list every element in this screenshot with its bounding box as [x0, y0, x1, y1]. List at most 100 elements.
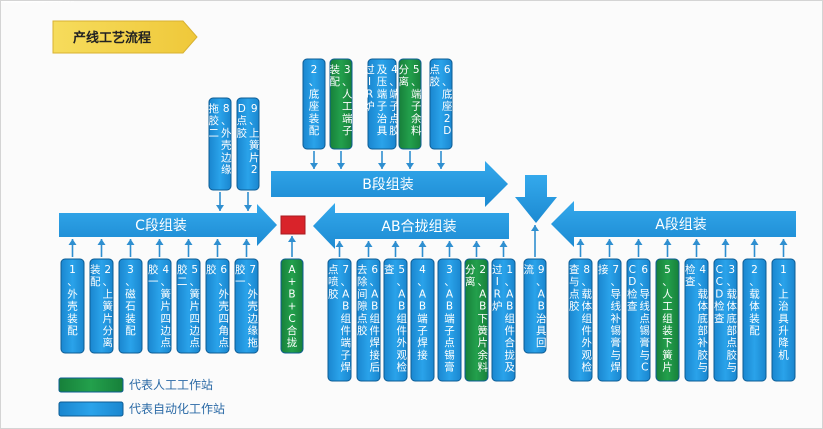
station-label-glyph: 、: [248, 276, 259, 288]
flow-arrow-down: [515, 175, 557, 223]
station-label-glyph: 载: [582, 288, 593, 300]
station-label-glyph: B: [371, 301, 378, 313]
station-label-glyph: 接: [417, 348, 428, 361]
station-label-glyph: 端: [389, 87, 400, 100]
station-label-glyph: 二: [209, 127, 220, 139]
connector-arrowhead: [391, 241, 400, 247]
station-label-glyph: B: [479, 301, 486, 313]
station-label-glyph: 5: [191, 264, 198, 276]
station-label-glyph: 角: [219, 325, 230, 337]
station-label-glyph: 5: [398, 264, 405, 276]
connector-arrowhead: [445, 241, 454, 247]
station-label-glyph: 组: [505, 312, 516, 325]
flow-arrow-ab: AB合拢组装: [313, 203, 509, 249]
station-label-glyph: 9: [538, 264, 545, 276]
station-label-glyph: 接: [370, 348, 381, 361]
station-label-glyph: 、: [611, 276, 622, 288]
station-label-glyph: 点: [237, 115, 248, 127]
flow-label-ab: AB合拢组装: [381, 219, 456, 235]
station-label-glyph: 拢: [287, 336, 298, 349]
station-label-glyph: 、: [125, 276, 136, 288]
legend-swatch-manual: [58, 377, 124, 393]
abc-merge-station: A+B+C合拢A+B+C合拢: [1, 1, 304, 354]
station-label-glyph: 间: [357, 287, 368, 300]
station-label-glyph: 7: [342, 264, 349, 276]
station-label-glyph: 胶: [148, 263, 159, 276]
station-label: A+B+C合拢: [1, 1, 32, 4]
connector-arrowhead: [605, 239, 614, 245]
station-box: [597, 258, 622, 382]
station-label-glyph: 一: [235, 276, 246, 288]
station-label-glyph: 工: [662, 301, 673, 313]
station-label-glyph: 线: [640, 300, 651, 313]
connector-arrowhead: [499, 241, 508, 247]
station-label-glyph: 四: [219, 313, 230, 325]
station-label-glyph: A: [398, 288, 406, 300]
station-label-glyph: 部: [698, 324, 709, 337]
station-label-glyph: 线: [611, 300, 622, 313]
station-label-glyph: 5: [664, 264, 671, 276]
station-label-glyph: 检: [685, 263, 696, 276]
station-label-glyph: 装: [309, 112, 320, 125]
station-label-glyph: 2: [251, 164, 258, 176]
station-label-glyph: 、: [411, 76, 422, 88]
station-label-glyph: A: [342, 288, 350, 300]
station-label-glyph: 片: [662, 361, 673, 374]
station-label-glyph: B: [288, 288, 295, 300]
station-label-glyph: 4: [162, 264, 169, 276]
station-label-glyph: C: [629, 264, 636, 276]
station-label-glyph: 下: [662, 337, 673, 349]
station-label-glyph: 片: [103, 312, 114, 325]
station-label-glyph: 人: [662, 288, 673, 300]
station-label-glyph: 炉: [364, 101, 375, 113]
station-label-glyph: B: [419, 301, 426, 313]
connector-arrowhead: [126, 239, 135, 245]
station-label-glyph: 焊: [611, 362, 622, 374]
station-label-glyph: 离: [103, 336, 114, 349]
station-box: [437, 258, 462, 382]
connector-arrowhead: [68, 239, 77, 245]
station-label-glyph: 簧: [662, 348, 673, 361]
station-label-glyph: 簧: [161, 287, 172, 300]
station-label-glyph: 3: [728, 264, 735, 276]
connector-arrowhead: [692, 239, 701, 245]
station-label-glyph: C: [288, 313, 295, 325]
station-label-glyph: 治: [536, 312, 547, 325]
station-label-glyph: 检: [627, 287, 638, 300]
station-label-glyph: 胶: [569, 300, 580, 313]
station-label-glyph: 、: [219, 276, 230, 288]
station-label-glyph: 查: [627, 300, 638, 313]
station-label-glyph: 点: [640, 313, 651, 325]
station-label-glyph: 、: [749, 276, 760, 288]
station-label-glyph: 隙: [357, 300, 368, 313]
station-label-glyph: A: [479, 288, 487, 300]
station-label-glyph: 2: [311, 64, 318, 76]
page-title: 产线工艺流程: [73, 30, 151, 46]
station-label-glyph: 外: [582, 337, 593, 349]
station-label-glyph: 流: [524, 263, 535, 276]
station-box: [398, 58, 422, 150]
station-label-glyph: 4: [419, 264, 426, 276]
station-box: [176, 258, 201, 354]
station-label-glyph: A: [506, 288, 514, 300]
station-label-glyph: 锡: [640, 324, 651, 337]
station-label-glyph: 料: [411, 124, 422, 137]
station-box: [684, 258, 709, 382]
station-label-glyph: 一: [148, 276, 159, 288]
station-label-glyph: 1: [69, 264, 76, 276]
station-label-glyph: 1: [506, 264, 513, 276]
station-label-glyph: 查: [685, 275, 696, 288]
station-label-glyph: 组: [397, 312, 408, 325]
station-label-glyph: 外: [221, 127, 232, 139]
